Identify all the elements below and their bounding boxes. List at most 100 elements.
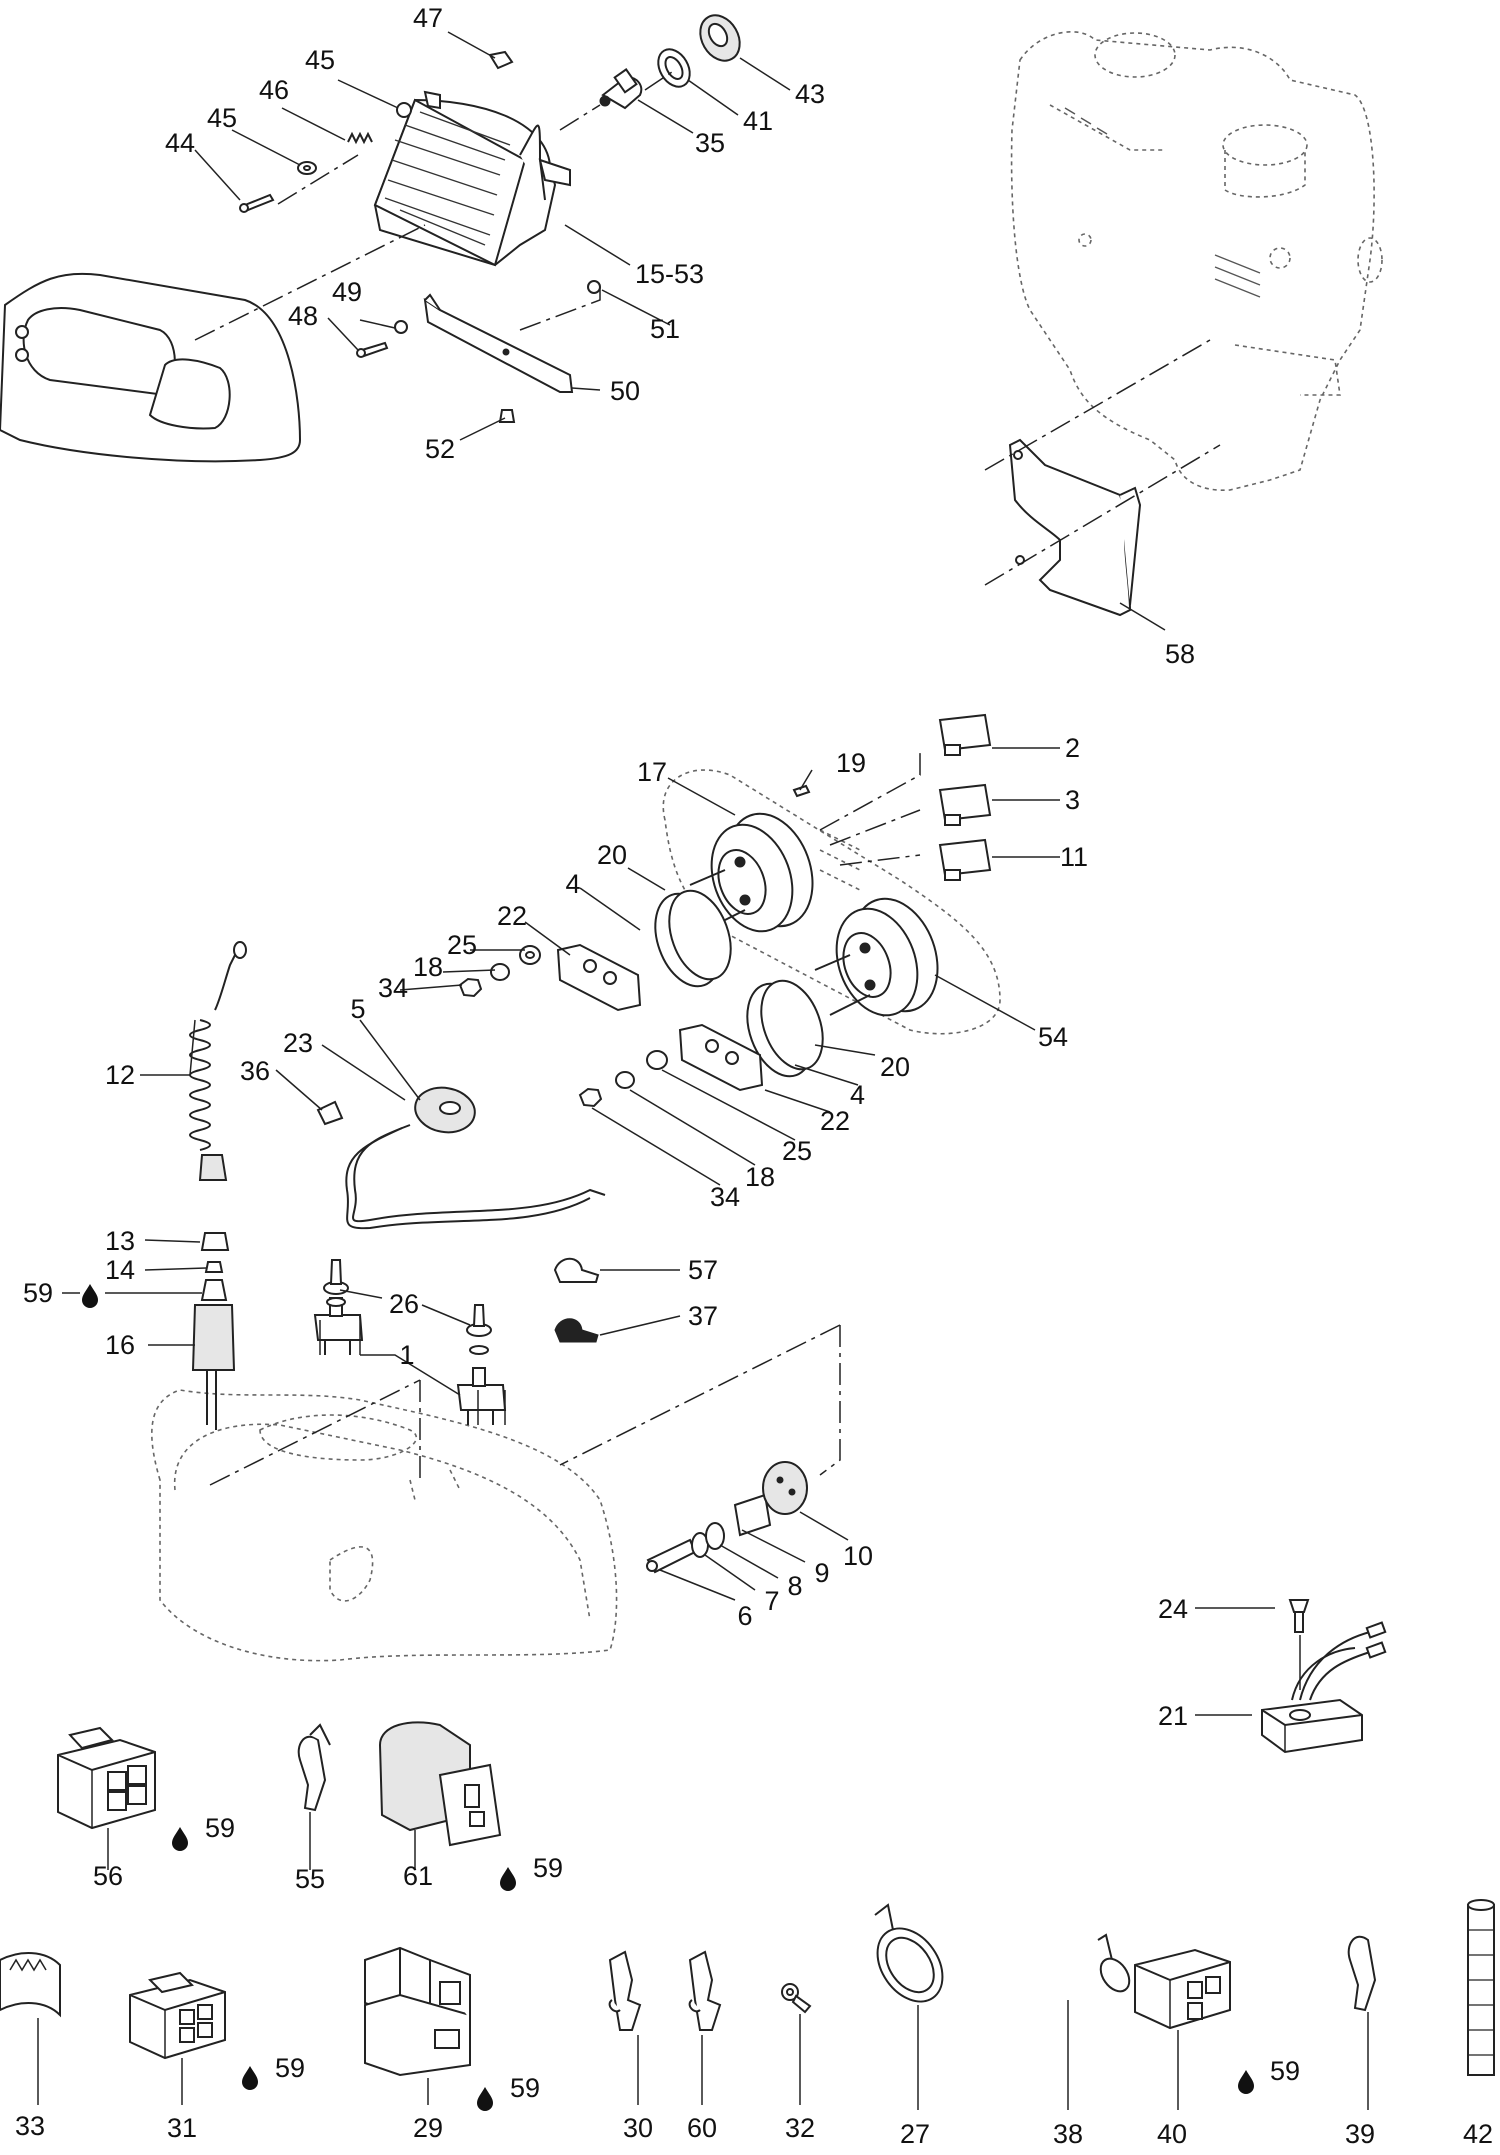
rubber-cap-43 [699,14,741,62]
bulb-socket-2 [938,713,992,756]
tank-bracket-58 [1008,438,1142,617]
callout-21: 21 [1158,1701,1188,1731]
callout-34: 34 [378,973,408,1003]
oil-tank-group [984,31,1383,617]
callout-18: 18 [745,1162,775,1192]
callout-4: 4 [850,1080,865,1110]
callout-46: 46 [259,75,289,105]
hood-fairing [0,272,302,463]
callout-27: 27 [900,2119,930,2149]
bracket-22a [556,943,642,1012]
drop-icon [172,1827,188,1851]
clip-36 [316,1100,344,1126]
nut-34b [578,1087,603,1108]
washer-45b [396,102,412,118]
bulb-socket-11 [938,838,992,881]
callout-20: 20 [597,840,627,870]
callout-7: 7 [764,1586,779,1616]
terminal-39 [1347,1935,1377,2012]
bulb-35 [599,68,643,110]
callout-12: 12 [105,1060,135,1090]
callout-47: 47 [413,3,443,33]
callout-25: 25 [782,1136,812,1166]
nut-8 [705,1522,725,1550]
terminal-30 [608,1950,642,2031]
connector-40 [1134,1948,1231,2030]
callout-22: 22 [497,901,527,931]
callout-54: 54 [1038,1022,1068,1052]
lockwasher-18b [615,1071,635,1089]
callout-33: 33 [15,2111,45,2141]
ring-terminal-32 [781,1983,812,2014]
callout-22: 22 [820,1106,850,1136]
switch-1a [313,1297,364,1355]
headlight-housing [373,90,571,267]
callout-32: 32 [785,2113,815,2143]
leader-lines [37,31,1369,2110]
tether-cord-12 [189,941,247,1181]
console-group [151,941,841,1662]
washer-45a [297,161,317,175]
gauge-light-5 [414,1086,476,1134]
callout-61: 61 [403,1861,433,1891]
connector-29 [364,1946,471,2077]
nut-51 [587,280,601,294]
bracket-50 [423,293,574,393]
callout-24: 24 [1158,1594,1188,1624]
lockwasher-18a [490,963,510,981]
callout-19: 19 [836,748,866,778]
cap-13 [200,1232,230,1251]
bulb-socket-3 [938,783,992,826]
gauge-group [316,713,1001,1230]
callout-51: 51 [650,314,680,344]
drop-icon [1238,2070,1254,2094]
sealant-drops [82,1284,1254,2111]
rectifier-21 [1261,1621,1387,1754]
callout-2: 2 [1065,733,1080,763]
callout-48: 48 [288,301,318,331]
switch-9 [733,1493,772,1537]
callout-59: 59 [533,1853,563,1883]
callout-41: 41 [743,106,773,136]
callout-55: 55 [295,1864,325,1894]
callout-36: 36 [240,1056,270,1086]
callout-1: 1 [399,1340,414,1370]
callout-58: 58 [1165,639,1195,669]
callout-39: 39 [1345,2119,1375,2149]
callout-17: 17 [637,757,667,787]
callout-56: 56 [93,1861,123,1891]
cable-tie-38 [1097,1933,1131,1993]
callout-3: 3 [1065,785,1080,815]
callout-10: 10 [843,1541,873,1571]
callout-42: 42 [1463,2119,1493,2149]
callout-45: 45 [207,103,237,133]
drop-icon [500,1867,516,1891]
washer-25b [646,1050,668,1070]
drop-icon [82,1284,98,1308]
callout-59: 59 [510,2073,540,2103]
drop-icon [242,2066,258,2090]
connector-56 [57,1726,156,1830]
callout-31: 31 [167,2113,197,2143]
callout-18: 18 [413,952,443,982]
clamp-37 [554,1318,599,1343]
callout-43: 43 [795,79,825,109]
clamp-57 [553,1257,600,1283]
callout-14: 14 [105,1255,135,1285]
headlight-group [0,14,741,463]
bracket-22b [678,1023,764,1092]
callout-6: 6 [737,1601,752,1631]
callout-9: 9 [814,1558,829,1588]
screw-48 [356,341,389,358]
callout-50: 50 [610,376,640,406]
terminal-60 [688,1950,722,2031]
callout-29: 29 [413,2113,443,2143]
callout-59: 59 [205,1813,235,1843]
callout-60: 60 [687,2113,717,2143]
gauge-17 [689,812,814,933]
callout-26: 26 [389,1289,419,1319]
gauge-54 [814,897,939,1017]
drop-icon [477,2087,493,2111]
boot-26b [466,1304,492,1355]
